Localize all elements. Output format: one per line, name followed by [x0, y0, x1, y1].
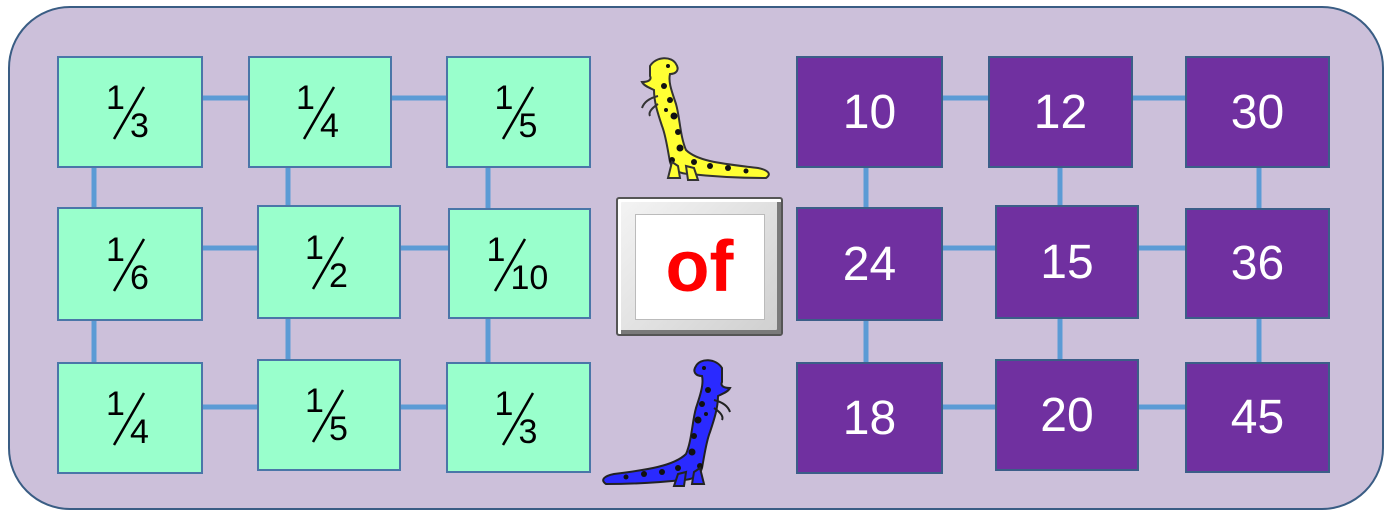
number-value: 24 — [843, 237, 896, 292]
fraction-value: 1 3 — [100, 81, 160, 143]
fraction-tile[interactable]: 1 5 — [446, 56, 591, 168]
fraction-tile[interactable]: 1 5 — [257, 359, 401, 471]
fraction-value: 1 2 — [299, 231, 359, 293]
fraction-tile[interactable]: 1 3 — [57, 56, 203, 168]
number-tile[interactable]: 15 — [995, 205, 1139, 319]
fraction-value: 1 3 — [489, 387, 549, 449]
fraction-value: 1 6 — [100, 233, 160, 295]
number-tile[interactable]: 20 — [995, 359, 1139, 471]
number-tile[interactable]: 36 — [1185, 208, 1330, 319]
fraction-tile[interactable]: 1 10 — [448, 208, 591, 319]
number-value: 12 — [1034, 85, 1087, 140]
fraction-value: 1 5 — [489, 81, 549, 143]
fraction-value: 1 4 — [100, 387, 160, 449]
number-value: 10 — [843, 85, 896, 140]
number-tile[interactable]: 12 — [988, 56, 1133, 168]
number-value: 45 — [1231, 390, 1284, 445]
number-tile[interactable]: 30 — [1185, 56, 1330, 168]
number-value: 15 — [1040, 235, 1093, 290]
fraction-tile[interactable]: 1 4 — [248, 56, 392, 168]
number-value: 20 — [1040, 388, 1093, 443]
fraction-tile[interactable]: 1 4 — [57, 362, 203, 474]
number-tile[interactable]: 10 — [796, 56, 943, 168]
number-tile[interactable]: 18 — [796, 362, 943, 474]
fraction-value: 1 10 — [481, 233, 559, 295]
number-tile[interactable]: 24 — [796, 207, 943, 321]
number-value: 36 — [1231, 236, 1284, 291]
fraction-value: 1 4 — [290, 81, 350, 143]
of-operator-button[interactable]: of — [616, 197, 783, 336]
fraction-tile[interactable]: 1 2 — [257, 205, 401, 319]
number-tile[interactable]: 45 — [1185, 362, 1330, 473]
fraction-tile[interactable]: 1 6 — [57, 207, 203, 321]
fraction-value: 1 5 — [299, 384, 359, 446]
number-value: 18 — [843, 391, 896, 446]
blue-dinosaur-icon[interactable] — [594, 356, 754, 490]
of-operator-label: of — [635, 214, 765, 320]
number-value: 30 — [1231, 85, 1284, 140]
fraction-tile[interactable]: 1 3 — [446, 362, 591, 473]
yellow-dinosaur-icon[interactable] — [628, 52, 778, 184]
